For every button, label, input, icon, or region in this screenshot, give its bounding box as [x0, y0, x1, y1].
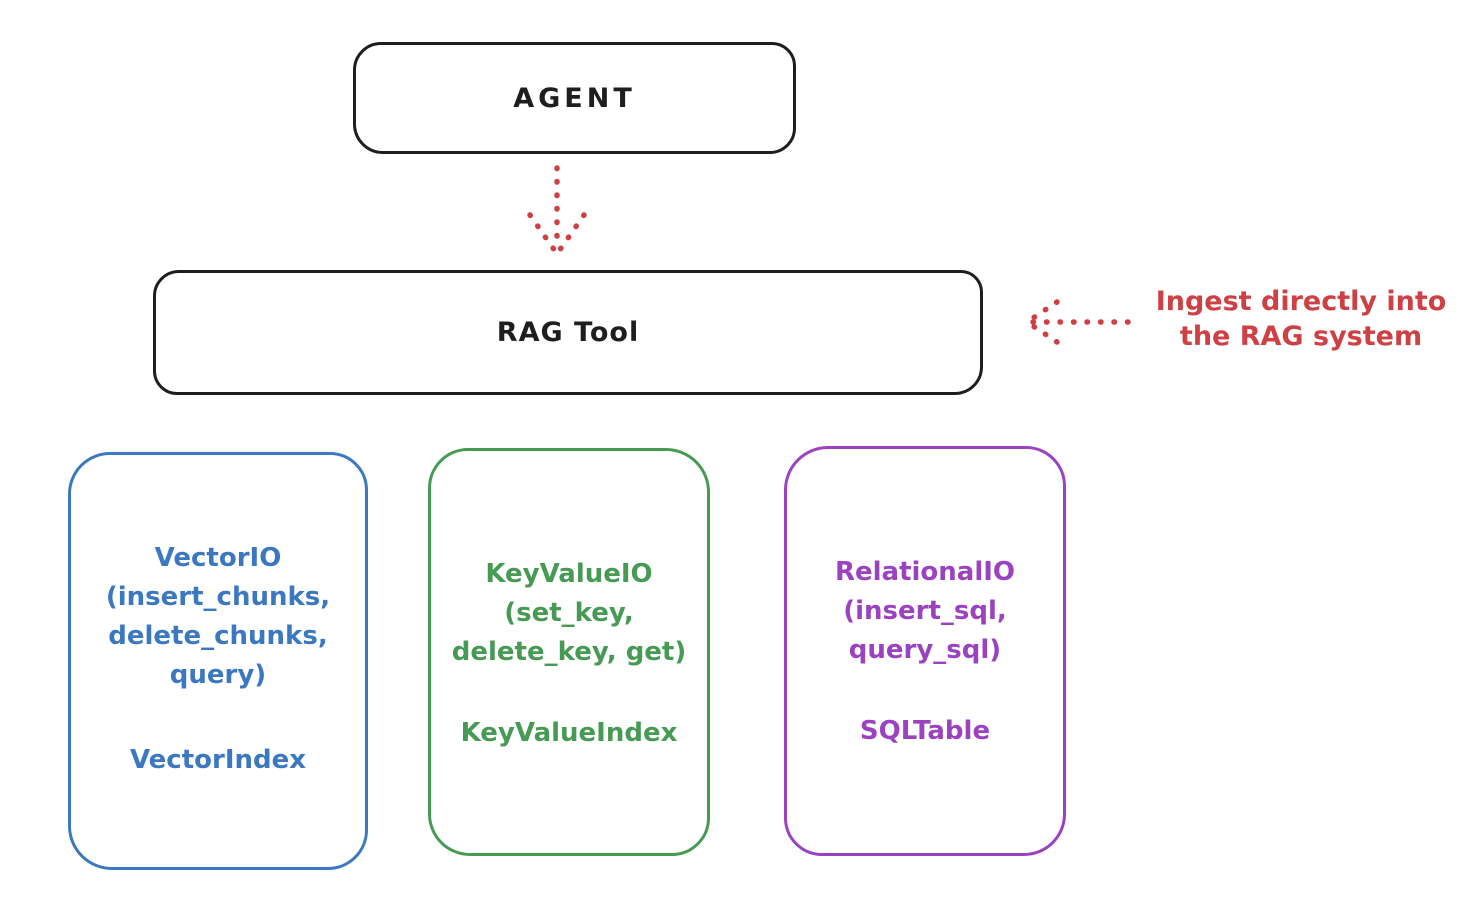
relational-io-label: RelationalIO (insert_sql, query_sql)	[834, 557, 1016, 665]
dotted-arrow-down-icon	[527, 165, 587, 254]
vector-index-label: VectorIndex	[129, 745, 307, 775]
sql-table-label: SQLTable	[859, 716, 991, 746]
vector-io-node: VectorIO (insert_chunks, delete_chunks, …	[68, 452, 368, 870]
vector-io-label: VectorIO (insert_chunks, delete_chunks, …	[105, 543, 331, 690]
key-value-io-node: KeyValueIO (set_key, delete_key, get) Ke…	[428, 448, 710, 856]
key-value-index-label: KeyValueIndex	[460, 718, 678, 748]
agent-label: AGENT	[513, 82, 636, 114]
key-value-io-label: KeyValueIO (set_key, delete_key, get)	[451, 559, 687, 667]
dotted-arrow-left-icon	[1024, 299, 1131, 345]
relational-io-node: RelationalIO (insert_sql, query_sql) SQL…	[784, 446, 1066, 856]
rag-tool-label: RAG Tool	[496, 317, 640, 348]
agent-node: AGENT	[353, 42, 796, 154]
ingest-annotation: Ingest directly into the RAG system	[1155, 286, 1447, 353]
rag-tool-node: RAG Tool	[153, 270, 983, 395]
